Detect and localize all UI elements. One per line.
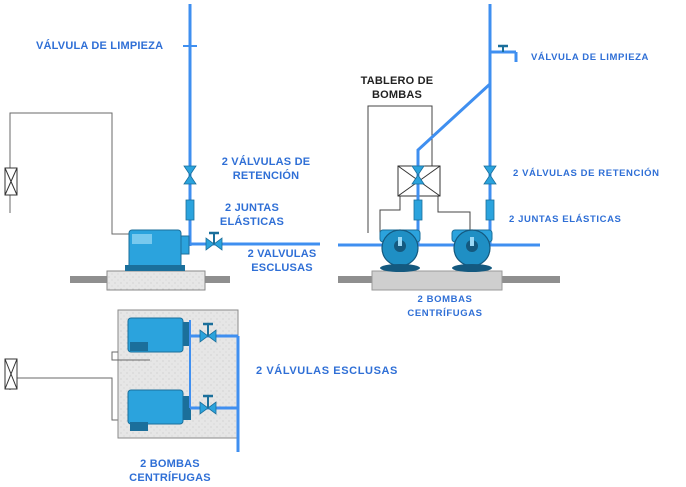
front-view [338,4,560,291]
pump-front-a [379,229,421,272]
label-gate-valves-plan: 2 VÁLVULAS ESCLUSAS [256,365,398,377]
gate-valve-icon [205,231,223,251]
label-joints-left-line1: 2 JUNTAS [225,202,279,214]
label-check-valves-left-line2: RETENCIÓN [232,170,300,182]
side-view [4,4,320,291]
cleaning-valve-icon [490,44,518,62]
pump-plan-b [127,389,191,431]
gate-valve-plan-a [199,322,217,343]
label-joints-right: 2 JUNTAS ELÁSTICAS [509,214,622,225]
wire-plan-inner [111,351,150,361]
elastic-joint-right-b [413,199,423,221]
control-wire [9,112,130,235]
label-pump-panel-line2: BOMBAS [371,89,423,101]
centrifugal-pump-icon [125,229,190,271]
pump-plan-a [127,317,191,353]
label-joints-left: 2 JUNTAS ELÁSTICAS [212,201,292,229]
label-pumps-plan: 2 BOMBAS CENTRÍFUGAS [120,457,220,485]
pump-base-right [371,270,503,291]
label-pumps-right-line1: 2 BOMBAS [417,294,473,305]
elastic-joint-right-a [485,199,495,221]
label-pumps-right: 2 BOMBAS CENTRÍFUGAS [395,293,495,321]
label-check-valves-left-line1: 2 VÁLVULAS DE [221,156,311,168]
label-cleaning-valve-left: VÁLVULA DE LIMPIEZA [36,40,164,52]
elastic-joint [185,199,195,221]
control-wire-plan [9,377,128,421]
label-pump-panel: TABLERO DE BOMBAS [352,74,442,102]
label-cleaning-valve-right: VÁLVULA DE LIMPIEZA [531,52,650,63]
check-valve-right-a [483,165,497,185]
pump-base [106,270,206,291]
check-valve-right-b [411,165,425,185]
pump-front-b [451,229,493,272]
panel-wire [379,196,401,233]
label-pumps-plan-line2: CENTRÍFUGAS [129,472,211,484]
label-pumps-plan-line1: 2 BOMBAS [140,458,200,470]
label-pump-panel-line1: TABLERO DE [360,75,434,87]
branch-pipe [416,82,492,245]
label-gate-valves-left: 2 VALVULAS ESCLUSAS [240,247,324,275]
label-gate-valves-left-line2: ESCLUSAS [251,262,313,274]
label-check-valves-left: 2 VÁLVULAS DE RETENCIÓN [210,155,322,183]
check-valve-icon [183,165,197,185]
label-joints-left-line2: ELÁSTICAS [219,216,285,228]
panel-wire-2 [437,196,471,233]
label-pumps-right-line2: CENTRÍFUGAS [407,308,483,319]
label-gate-valves-left-line1: 2 VALVULAS [247,248,317,260]
plan-view [4,309,240,452]
gate-valve-plan-b [199,394,217,415]
label-check-valves-right: 2 VÁLVULAS DE RETENCIÓN [513,168,660,179]
